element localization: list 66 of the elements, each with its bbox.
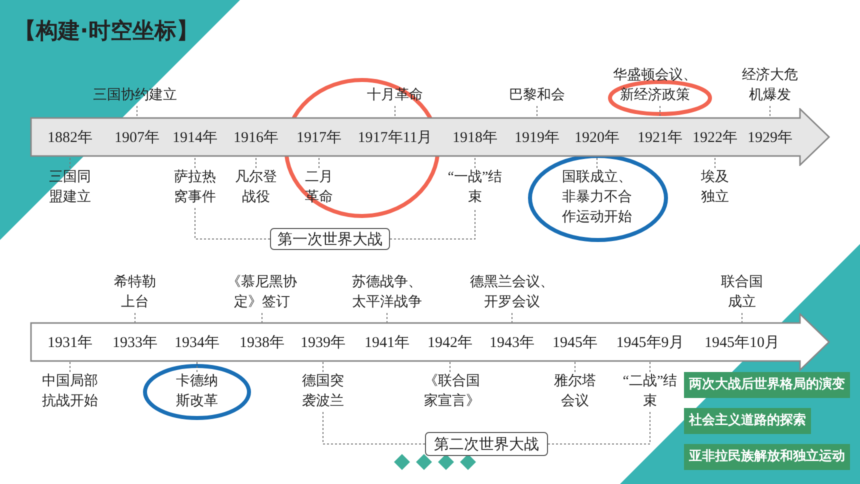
event-label: 联合国成立 — [720, 273, 764, 313]
title: 【构建·时空坐标】 — [14, 18, 198, 46]
leader-line — [474, 156, 476, 168]
event-label: 经济大危机爆发 — [740, 66, 800, 106]
event-label: 苏德战争、太平洋战争 — [350, 273, 424, 313]
topic-banner: 亚非拉民族解放和独立运动 — [684, 444, 850, 470]
year-label: 1916年 — [231, 118, 281, 156]
event-label: “二战”结束 — [619, 372, 681, 412]
leader-line — [196, 360, 198, 372]
leader-line — [596, 156, 598, 168]
leader-line — [386, 312, 388, 324]
event-label: 中国局部抗战开始 — [40, 372, 100, 412]
year-label: 1917年11月 — [356, 118, 434, 156]
leader-line — [134, 312, 136, 324]
event-label: 德国突袭波兰 — [300, 372, 346, 412]
event-label: 雅尔塔会议 — [552, 372, 598, 412]
event-label: 希特勒上台 — [112, 273, 158, 313]
event-label: 萨拉热窝事件 — [172, 168, 218, 208]
leader-line — [136, 106, 138, 118]
event-label: 凡尔登战役 — [234, 168, 278, 208]
year-label: 1922年 — [690, 118, 740, 156]
event-label: 巴黎和会 — [508, 86, 566, 106]
war-label-box: 第二次世界大战 — [425, 432, 548, 456]
year-label: 1942年 — [425, 323, 475, 361]
year-label: 1917年 — [294, 118, 344, 156]
year-label: 1945年 — [550, 323, 600, 361]
event-label: 华盛顿会议、新经济政策 — [612, 66, 698, 106]
topic-banner: 两次大战后世界格局的演变 — [684, 372, 850, 398]
event-label: “一战”结束 — [444, 168, 506, 208]
topic-banner: 社会主义道路的探索 — [684, 408, 811, 434]
leader-line — [548, 412, 650, 444]
year-label: 1914年 — [170, 118, 220, 156]
year-label: 1921年 — [635, 118, 685, 156]
year-label: 1919年 — [512, 118, 562, 156]
war-label-box: 第一次世界大战 — [270, 228, 390, 250]
year-label: 1943年 — [487, 323, 537, 361]
leader-line — [322, 412, 426, 444]
leader-line — [536, 106, 538, 118]
year-label: 1934年 — [172, 323, 222, 361]
leader-line — [390, 208, 476, 240]
leader-line — [194, 208, 270, 240]
year-label: 1907年 — [112, 118, 162, 156]
leader-line — [714, 156, 716, 168]
year-label: 1920年 — [572, 118, 622, 156]
year-label: 1929年 — [745, 118, 795, 156]
event-label: 《慕尼黑协定》签订 — [226, 273, 298, 313]
year-label: 1945年10月 — [703, 323, 781, 361]
event-label: 《联合国家宣言》 — [422, 372, 482, 412]
year-label: 1945年9月 — [615, 323, 685, 361]
year-label: 1918年 — [450, 118, 500, 156]
leader-line — [394, 106, 396, 118]
event-label: 国联成立、非暴力不合作运动开始 — [560, 168, 634, 228]
leader-line — [322, 360, 324, 372]
event-label: 三国同盟建立 — [48, 168, 92, 208]
year-label: 1882年 — [45, 118, 95, 156]
leader-line — [318, 156, 320, 168]
year-label: 1938年 — [237, 323, 287, 361]
leader-line — [574, 360, 576, 372]
year-label: 1933年 — [110, 323, 160, 361]
year-label: 1941年 — [362, 323, 412, 361]
year-label: 1931年 — [45, 323, 95, 361]
leader-line — [194, 156, 196, 168]
event-label: 德黑兰会议、开罗会议 — [468, 273, 556, 313]
event-label: 卡德纳斯改革 — [174, 372, 220, 412]
year-label: 1939年 — [298, 323, 348, 361]
event-label: 埃及独立 — [700, 168, 730, 208]
